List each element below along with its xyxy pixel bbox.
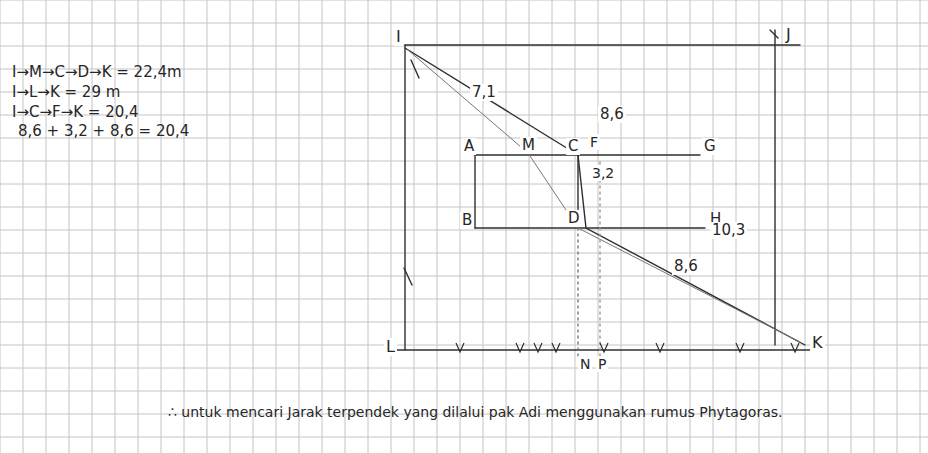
conclusion-note: ∴ untuk mencari Jarak terpendek yang dil… xyxy=(168,404,782,420)
grid-line xyxy=(391,0,392,453)
grid-line xyxy=(529,0,530,453)
grid-line xyxy=(0,115,928,116)
point-label: F xyxy=(588,134,600,150)
route-sum: I→C→F→K = 20,4 xyxy=(12,104,139,121)
point-label: C xyxy=(566,138,580,155)
point-label: G xyxy=(702,138,718,155)
check-mark xyxy=(456,343,464,352)
check-mark xyxy=(656,343,664,352)
inner-left xyxy=(474,155,475,228)
tick-mark xyxy=(411,60,419,78)
point-label: A xyxy=(462,138,476,155)
field-outline xyxy=(395,30,810,356)
grid-line xyxy=(920,0,921,453)
check-marks xyxy=(456,343,799,352)
check-mark xyxy=(791,343,799,352)
route-line xyxy=(408,50,800,342)
distance-label: 8,6 xyxy=(672,258,700,275)
grid-line xyxy=(368,0,369,453)
point-label: I xyxy=(394,28,403,46)
check-mark xyxy=(552,343,560,352)
grid-line xyxy=(0,230,928,231)
grid-line xyxy=(644,0,645,453)
route-line xyxy=(578,155,805,345)
distance-label: 7,1 xyxy=(470,84,498,101)
grid-line xyxy=(897,0,898,453)
grid-line xyxy=(805,0,806,453)
grid-line xyxy=(207,0,208,453)
inner-bottom xyxy=(475,227,705,228)
point-label: L xyxy=(384,338,397,356)
point-label: K xyxy=(810,334,825,352)
distance-label: 8,6 xyxy=(598,106,626,123)
left-side xyxy=(404,45,405,350)
point-label: N xyxy=(578,356,592,372)
grid-line xyxy=(0,368,928,369)
inner-top xyxy=(475,154,700,155)
right-side xyxy=(774,30,775,345)
grid-line xyxy=(0,0,1,453)
dotted-line xyxy=(577,228,578,356)
route-sum: I→M→C→D→K = 22,4m xyxy=(12,64,182,81)
point-label: J xyxy=(784,26,793,44)
grid-line xyxy=(0,46,928,47)
grid-line xyxy=(0,345,928,346)
grid-line xyxy=(230,0,231,453)
grid-line xyxy=(759,0,760,453)
grid-line xyxy=(690,0,691,453)
grid-line xyxy=(782,0,783,453)
grid-line xyxy=(299,0,300,453)
grid-line xyxy=(598,0,599,453)
grid-line xyxy=(828,0,829,453)
grid-line xyxy=(0,276,928,277)
route-sum: I→L→K = 29 m xyxy=(12,84,120,101)
check-mark xyxy=(534,343,542,352)
grid-line xyxy=(851,0,852,453)
point-label: M xyxy=(520,137,537,154)
top-side xyxy=(405,44,800,45)
grid-line xyxy=(0,207,928,208)
grid-line xyxy=(506,0,507,453)
grid-line xyxy=(0,184,928,185)
grid-line xyxy=(0,322,928,323)
distance-label: 10,3 xyxy=(710,222,747,239)
grid-line xyxy=(184,0,185,453)
tick-mark xyxy=(404,268,412,285)
dotted-line xyxy=(599,162,600,356)
grid-line xyxy=(874,0,875,453)
grid-line xyxy=(253,0,254,453)
calculation: 8,6 + 3,2 + 8,6 = 20,4 xyxy=(18,123,189,140)
grid-line xyxy=(0,161,928,162)
check-mark xyxy=(600,343,608,352)
grid-line xyxy=(0,299,928,300)
tick-mark xyxy=(770,30,778,38)
check-mark xyxy=(516,343,524,352)
grid-line xyxy=(0,391,928,392)
grid-line xyxy=(667,0,668,453)
grid-line xyxy=(0,0,928,1)
grid-line xyxy=(0,253,928,254)
point-label: B xyxy=(460,212,474,229)
grid-line xyxy=(552,0,553,453)
grid-line xyxy=(0,437,928,438)
grid-line xyxy=(483,0,484,453)
grid-line xyxy=(345,0,346,453)
grid-line xyxy=(0,23,928,24)
grid-line xyxy=(0,92,928,93)
point-label: P xyxy=(596,356,608,372)
grid-line xyxy=(322,0,323,453)
grid-line xyxy=(621,0,622,453)
grid-line xyxy=(276,0,277,453)
route-line xyxy=(405,48,578,155)
check-mark xyxy=(736,343,744,352)
distance-label: 3,2 xyxy=(590,165,616,181)
point-label: D xyxy=(566,210,582,227)
